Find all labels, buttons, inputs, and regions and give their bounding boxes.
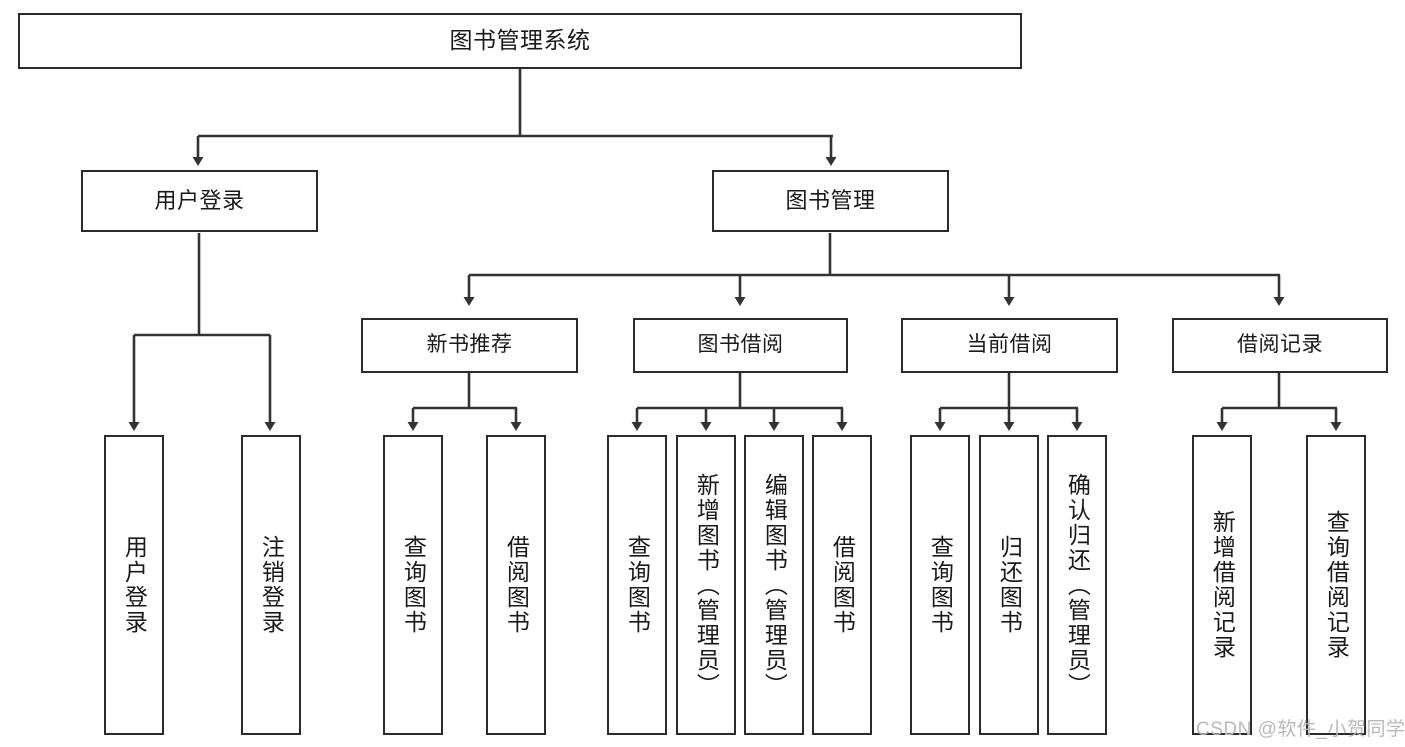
node-leaf-query-book-1[interactable]: 查询图书 [383,435,443,735]
node-book-borrow-label: 图书借阅 [697,333,784,357]
node-current-borrow-label: 当前借阅 [966,333,1053,357]
node-leaf-query-book-3[interactable]: 查询图书 [910,435,970,735]
node-leaf-query-borrow-record-label: 查询借阅记录 [1323,510,1350,660]
node-book-manage-label: 图书管理 [785,188,876,214]
node-user-login[interactable]: 用户登录 [81,170,318,232]
node-new-book-recommend[interactable]: 新书推荐 [361,318,578,373]
node-borrow-record-label: 借阅记录 [1237,333,1323,357]
node-book-borrow[interactable]: 图书借阅 [633,318,848,373]
node-leaf-edit-book-admin-label: 编辑图书（管理员） [761,472,788,698]
node-leaf-borrow-book-2-label: 借阅图书 [829,535,856,635]
node-leaf-add-borrow-record[interactable]: 新增借阅记录 [1192,435,1252,735]
node-root-label: 图书管理系统 [449,27,591,54]
node-leaf-query-book-3-label: 查询图书 [927,535,954,635]
node-leaf-query-book-1-label: 查询图书 [400,535,427,635]
node-book-manage[interactable]: 图书管理 [712,170,949,232]
node-leaf-return-book-label: 归还图书 [996,535,1023,635]
node-leaf-edit-book-admin[interactable]: 编辑图书（管理员） [744,435,804,735]
node-root[interactable]: 图书管理系统 [18,13,1022,69]
node-leaf-add-book-admin-label: 新增图书（管理员） [693,472,720,698]
node-leaf-user-login-label: 用户登录 [121,535,148,635]
node-borrow-record[interactable]: 借阅记录 [1172,318,1388,373]
node-leaf-query-book-2-label: 查询图书 [624,535,651,635]
node-leaf-confirm-return-admin-label: 确认归还（管理员） [1064,472,1091,698]
node-leaf-query-book-2[interactable]: 查询图书 [607,435,667,735]
node-leaf-logout-login[interactable]: 注销登录 [241,435,301,735]
node-leaf-logout-login-label: 注销登录 [258,535,285,635]
node-leaf-add-borrow-record-label: 新增借阅记录 [1209,510,1236,660]
node-leaf-query-borrow-record[interactable]: 查询借阅记录 [1306,435,1366,735]
node-leaf-add-book-admin[interactable]: 新增图书（管理员） [676,435,736,735]
node-leaf-user-login[interactable]: 用户登录 [104,435,164,735]
node-current-borrow[interactable]: 当前借阅 [901,318,1118,373]
watermark-text: CSDN @软件_小贺同学 [1196,719,1405,740]
node-leaf-borrow-book-1[interactable]: 借阅图书 [486,435,546,735]
node-leaf-return-book[interactable]: 归还图书 [979,435,1039,735]
node-leaf-borrow-book-2[interactable]: 借阅图书 [812,435,872,735]
node-user-login-label: 用户登录 [154,188,245,214]
node-new-book-recommend-label: 新书推荐 [426,333,513,357]
node-leaf-confirm-return-admin[interactable]: 确认归还（管理员） [1047,435,1107,735]
node-leaf-borrow-book-1-label: 借阅图书 [503,535,530,635]
